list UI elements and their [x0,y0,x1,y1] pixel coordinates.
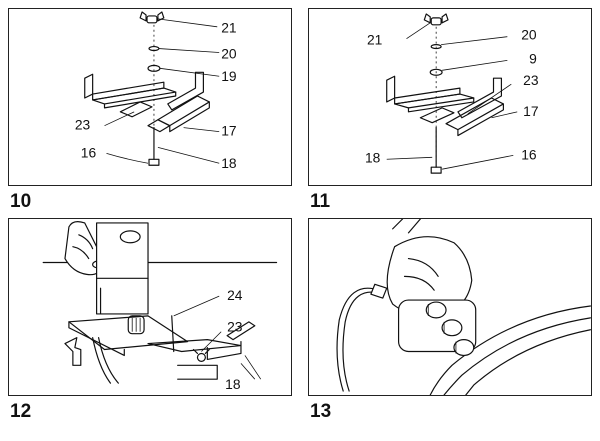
figure-10-drawing: 21 20 19 23 17 16 18 [75,11,237,171]
callout-24: 24 [227,287,243,303]
figure-number-10: 10 [10,191,32,212]
trimmer-tool [397,299,477,357]
callout-21: 21 [367,32,383,48]
callout-20: 20 [221,45,237,61]
figure-11-drawing: 21 20 9 23 17 18 16 [365,13,539,174]
callout-23: 23 [523,72,539,88]
callout-9: 9 [529,50,537,66]
figure-number-13: 13 [310,401,332,422]
figure-12-drawing: 24 23 18 [42,221,278,392]
figure-10-panel: 21 20 19 23 17 16 18 [8,8,292,186]
bolt-part [430,127,442,174]
wing-nut-part [423,13,449,26]
figure-number-12: 12 [10,401,32,422]
power-cord [336,287,380,392]
figure-number-11: 11 [310,191,331,212]
callout-20: 20 [521,27,537,43]
callout-18: 18 [225,376,241,392]
callout-18: 18 [221,155,237,171]
figure-13-panel [308,218,592,396]
spring-washer-part [429,68,443,76]
callout-18: 18 [365,149,381,165]
callout-16: 16 [521,146,537,162]
wing-nut-part [139,11,165,24]
callout-23: 23 [75,117,91,133]
callout-23: 23 [227,319,243,335]
callout-16: 16 [81,144,97,160]
edge-guide-bracket [84,71,210,133]
figure-12-panel: 24 23 18 [8,218,292,396]
bolt-part [148,127,160,166]
callout-17: 17 [523,103,538,119]
edge-guide-bracket [147,315,256,380]
callout-19: 19 [221,68,237,84]
edge-guide-bracket [386,75,504,137]
callout-17: 17 [221,123,236,139]
figure-11-panel: 21 20 9 23 17 18 16 [308,8,592,186]
callout-21: 21 [221,20,237,36]
figure-13-drawing [336,219,591,395]
trimmer-tool [64,222,189,384]
